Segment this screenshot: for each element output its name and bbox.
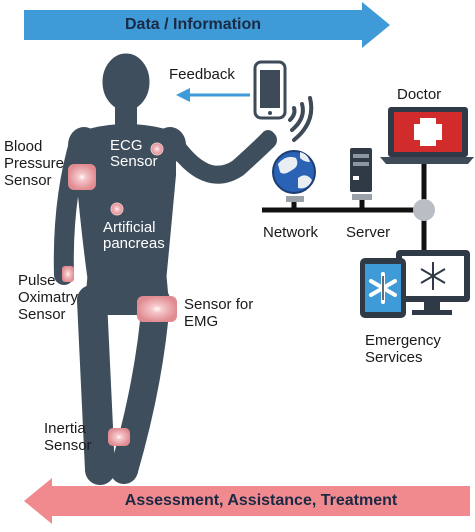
feedback-arrow — [176, 88, 250, 102]
emg-label-line1: Sensor for — [184, 296, 254, 313]
pancreas-label: Artificial pancreas — [103, 220, 165, 252]
doctor-label: Doctor — [397, 86, 442, 103]
blood-pressure-patch — [68, 164, 96, 190]
inertia-patch — [108, 428, 130, 446]
wifi-signal-icon — [288, 96, 314, 142]
laptop-medical-cross-icon — [380, 107, 474, 164]
inertia-label-line2: Sensor — [44, 437, 92, 454]
blood-label-line3: Sensor — [4, 172, 52, 189]
top-arrow — [24, 2, 390, 48]
smartphone-icon — [253, 60, 287, 120]
emg-patch — [137, 296, 177, 322]
blood-label-line1: Blood — [4, 138, 43, 155]
server-icon — [350, 148, 372, 200]
pulse-label-line1: Pulse — [18, 272, 56, 289]
pulse-label-line2: Oximatry — [18, 289, 78, 306]
pulse-oximetry-patch — [62, 266, 74, 282]
pulse-oximetry-label: Pulse Oximatry Sensor — [18, 272, 78, 323]
server-label: Server — [346, 224, 391, 241]
human-body — [53, 53, 277, 485]
pancreas-label-line1: Artificial — [103, 219, 156, 236]
network-label: Network — [263, 224, 319, 241]
ecg-label-line1: ECG — [110, 137, 143, 154]
pulse-label-line3: Sensor — [18, 306, 66, 323]
network-hub — [413, 199, 435, 221]
bottom-arrow — [24, 478, 470, 524]
emergency-label-line1: Emergency — [365, 332, 441, 349]
pancreas-patch — [110, 202, 124, 216]
blood-label-line2: Pressure — [4, 155, 65, 172]
emg-label: Sensor for EMG — [184, 296, 253, 330]
ecg-label: ECG Sensor — [110, 138, 158, 170]
emg-label-line2: EMG — [184, 313, 219, 330]
inertia-label: Inertia Sensor — [44, 420, 92, 454]
blood-pressure-label: Blood Pressure Sensor — [4, 138, 64, 189]
sensor-patches — [62, 142, 177, 446]
tablet-monitor-star-of-life-icon — [360, 250, 470, 318]
pancreas-label-line2: pancreas — [103, 235, 165, 252]
inertia-label-line1: Inertia — [44, 420, 86, 437]
ecg-patch — [150, 142, 164, 156]
emergency-label-line2: Services — [365, 349, 423, 366]
globe-icon — [272, 150, 316, 202]
emergency-label: Emergency Services — [365, 332, 441, 366]
bottom-banner-label: Assessment, Assistance, Treatment — [124, 492, 398, 509]
feedback-label: Feedback — [169, 66, 235, 83]
top-banner-label: Data / Information — [124, 16, 261, 33]
ecg-label-line2: Sensor — [110, 153, 158, 170]
